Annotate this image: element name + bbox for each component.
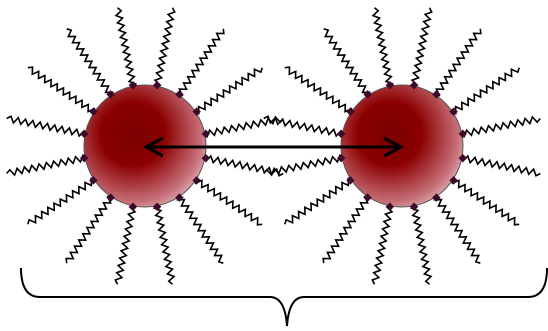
ligand-chain — [263, 115, 345, 138]
ligand-chain — [193, 178, 263, 226]
anchor-point — [385, 80, 395, 90]
anchor-point — [385, 202, 395, 212]
anchor-point — [363, 90, 372, 99]
anchor-point — [336, 129, 346, 139]
anchor-point — [458, 129, 468, 139]
anchor-point — [152, 80, 162, 90]
anchor-point — [152, 202, 162, 212]
ligand-chain — [284, 66, 354, 114]
anchor-point — [201, 153, 211, 163]
ligand-chain — [322, 194, 370, 264]
anchor-point — [89, 107, 98, 116]
ligand-shell-right — [263, 7, 541, 285]
arrowhead-left — [142, 136, 164, 158]
ligand-chain — [153, 7, 176, 89]
anchor-point — [192, 107, 201, 116]
ligand-chain — [433, 195, 481, 264]
anchor-point — [192, 176, 201, 185]
ligand-chain — [176, 195, 224, 264]
anchor-points-right — [336, 80, 468, 212]
anchor-point — [79, 129, 89, 139]
anchor-points-left — [79, 80, 211, 212]
anchor-point — [106, 193, 115, 202]
anchor-point — [409, 202, 419, 212]
ligand-chain — [284, 177, 353, 225]
ligand-chain — [27, 177, 96, 225]
ligand-chain — [6, 115, 88, 138]
ligand-chain — [114, 203, 137, 285]
ligand-chain — [6, 154, 88, 177]
anchor-point — [458, 153, 468, 163]
ligand-chain — [410, 7, 433, 89]
ligand-chain — [202, 154, 284, 177]
anchor-point — [175, 193, 184, 202]
ligand-chain — [459, 154, 541, 177]
anchor-point — [449, 176, 458, 185]
anchor-point — [128, 202, 138, 212]
anchor-point — [128, 80, 138, 90]
ligand-chain — [450, 178, 520, 226]
ligand-chain — [177, 28, 225, 98]
anchor-point — [89, 176, 98, 185]
anchor-point — [432, 90, 441, 99]
anchor-point — [201, 129, 211, 139]
ligand-chain — [459, 115, 541, 138]
ligand-chain — [323, 28, 371, 97]
anchor-point — [409, 80, 419, 90]
ligand-shell-left — [6, 7, 284, 285]
ligand-chain — [153, 203, 176, 285]
ligand-chain — [263, 154, 345, 177]
bracket — [20, 267, 548, 327]
anchor-point — [449, 107, 458, 116]
anchor-point — [336, 153, 346, 163]
anchor-point — [346, 176, 355, 185]
ligand-chain — [27, 66, 97, 114]
ligand-chain — [434, 28, 482, 98]
anchor-point — [175, 90, 184, 99]
ligand-chain — [451, 67, 520, 115]
ligand-chain — [194, 67, 263, 115]
ligand-chain — [202, 115, 284, 138]
distance-arrow — [142, 136, 405, 158]
anchor-point — [106, 90, 115, 99]
anchor-point — [346, 107, 355, 116]
ligand-chain — [66, 28, 114, 97]
anchor-point — [363, 193, 372, 202]
ligand-chain — [371, 7, 394, 89]
anchor-point — [432, 193, 441, 202]
ligand-chain — [410, 203, 433, 285]
ligand-chain — [114, 7, 137, 89]
ligand-chain — [65, 194, 113, 264]
arrowhead-right — [383, 136, 405, 158]
anchor-point — [79, 153, 89, 163]
ligand-chain — [371, 203, 394, 285]
